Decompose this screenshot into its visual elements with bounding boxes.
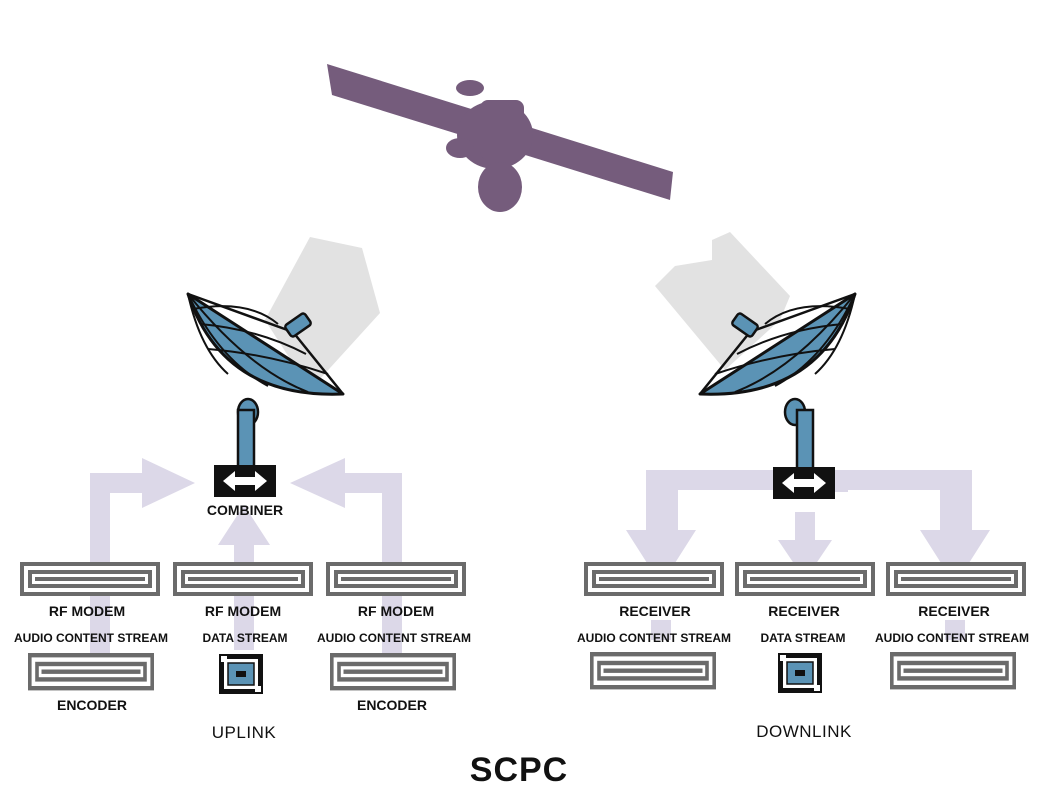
uplink-label: UPLINK [212, 723, 277, 742]
combiner-label: COMBINER [207, 502, 283, 518]
encoder-2 [330, 653, 456, 691]
combiner-icon [214, 465, 276, 497]
diagram-title: SCPC [470, 751, 568, 789]
downlink-stream-label-2: DATA STREAM [760, 631, 845, 645]
encoder-1 [28, 653, 154, 691]
receiver-3-label: RECEIVER [918, 603, 990, 619]
receiver-3 [886, 562, 1026, 596]
downlink-dish-mast [795, 408, 815, 472]
rf-modem-3-label: RF MODEM [358, 603, 434, 619]
rf-modem-2 [173, 562, 313, 596]
receiver-2-label: RECEIVER [768, 603, 840, 619]
rf-modem-1-label: RF MODEM [49, 603, 125, 619]
stream-label-2: DATA STREAM [202, 631, 287, 645]
uplink-dish-mast [236, 408, 256, 470]
stream-label-1: AUDIO CONTENT STREAM [14, 631, 168, 645]
data-module-icon [218, 653, 264, 695]
stream-label-3: AUDIO CONTENT STREAM [317, 631, 471, 645]
encoder-1-label: ENCODER [57, 697, 127, 713]
satellite-icon [327, 64, 673, 212]
uplink-arrows [90, 458, 402, 655]
data-module-icon [777, 652, 823, 694]
rf-modem-2-label: RF MODEM [205, 603, 281, 619]
splitter-icon [773, 467, 835, 499]
receiver-2 [735, 562, 875, 596]
downlink-label: DOWNLINK [756, 722, 852, 741]
audio-output-1 [590, 652, 716, 690]
audio-output-2 [890, 652, 1016, 690]
receiver-1-label: RECEIVER [619, 603, 691, 619]
encoder-2-label: ENCODER [357, 697, 427, 713]
downlink-stream-label-1: AUDIO CONTENT STREAM [577, 631, 731, 645]
rf-modem-3 [326, 562, 466, 596]
downlink-stream-label-3: AUDIO CONTENT STREAM [875, 631, 1029, 645]
rf-modem-1 [20, 562, 160, 596]
receiver-1 [584, 562, 724, 596]
